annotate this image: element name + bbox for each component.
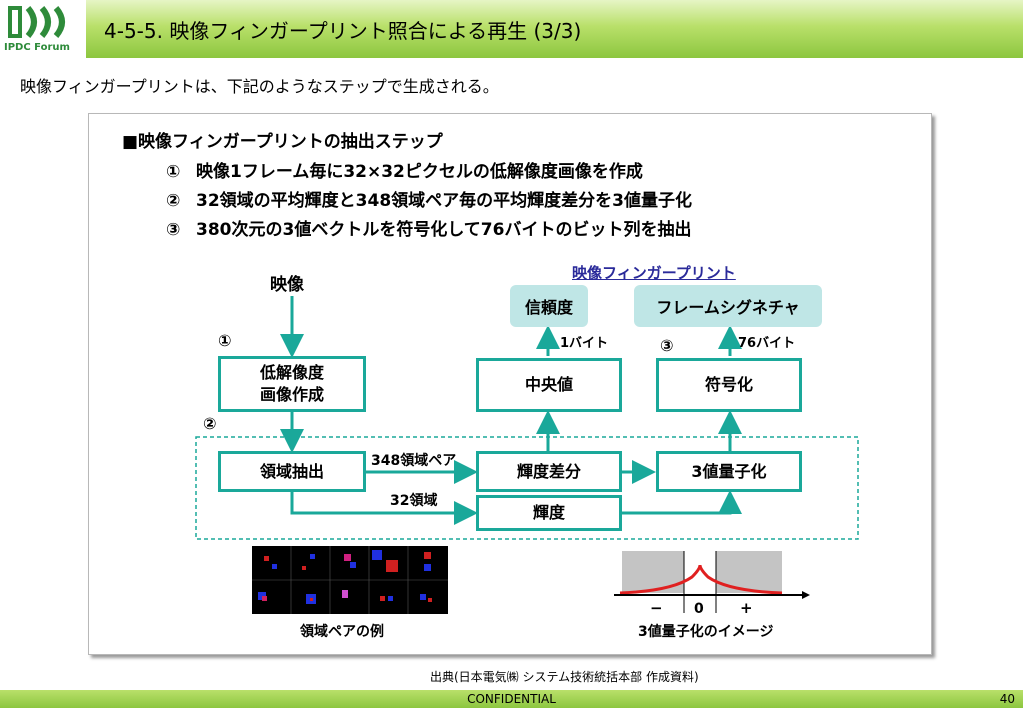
quant-caption: 3値量子化のイメージ [638,624,774,640]
bytes-76-label: 76バイト [738,336,796,351]
step-text: 380次元の3値ベクトルを符号化して76バイトのビット列を抽出 [196,220,692,240]
arrow-region-to-luma [290,492,478,525]
step-number: ③ [166,220,181,240]
step-text: 32領域の平均輝度と348領域ペア毎の平均輝度差分を3値量子化 [196,191,692,211]
pair-example-caption: 領域ペアの例 [300,624,384,640]
intro-text: 映像フィンガープリントは、下記のようなステップで生成される。 [20,77,499,96]
header-bar [0,0,1023,58]
one-byte-label: 1バイト [560,336,609,351]
lowres-line-2: 画像作成 [259,385,324,404]
step2-dashed-group [195,436,859,540]
lowres-line-1: 低解像度 [259,363,324,383]
confidential-label: CONFIDENTIAL [467,692,556,706]
marker-1: ① [218,331,232,350]
quant-minus: − [650,599,663,617]
fingerprint-title: 映像フィンガープリント [572,264,736,282]
page-number: 40 [999,692,1015,706]
luma-box: 輝度 [476,495,622,531]
quantization-illustration [614,551,810,613]
logo-text: IPDC Forum [4,42,70,53]
steps-heading: ■映像フィンガープリントの抽出ステップ [122,132,443,152]
step-1: ① 映像1フレーム毎に32×32ピクセルの低解像度画像を作成 [166,157,643,182]
step-number: ① [166,162,181,182]
region-count-label: 32領域 [390,493,438,509]
quantize-box: 3値量子化 [656,451,802,492]
marker-2: ② [203,414,217,433]
step-2: ② 32領域の平均輝度と348領域ペア毎の平均輝度差分を3値量子化 [166,186,692,211]
logo: IPDC Forum [0,0,86,58]
quant-plus: + [740,599,753,617]
quant-zero: 0 [694,601,704,617]
step-text: 映像1フレーム毎に32×32ピクセルの低解像度画像を作成 [196,162,643,182]
source-note: 出典(日本電気㈱ システム技術統括本部 作成資料) [430,670,699,684]
frame-signature-pill: フレームシグネチャ [634,285,822,327]
lowres-image-box: 低解像度画像作成 [218,356,366,412]
step-number: ② [166,191,181,211]
median-box: 中央値 [476,358,622,412]
luma-diff-box: 輝度差分 [476,451,622,492]
input-label: 映像 [270,275,304,295]
confidence-pill: 信頼度 [510,285,588,327]
page-title: 4-5-5. 映像フィンガープリント照合による再生 (3/3) [104,19,582,43]
region-pair-examples [252,546,448,614]
encode-box: 符号化 [656,358,802,412]
footer-bar: CONFIDENTIAL 40 [0,690,1023,708]
marker-3: ③ [660,336,674,355]
step-3: ③ 380次元の3値ベクトルを符号化して76バイトのビット列を抽出 [166,215,691,240]
region-extract-box: 領域抽出 [218,451,366,492]
ipdc-logo-icon [8,6,65,38]
arrow-luma-to-quant [622,490,742,515]
pair-label: 348領域ペア [371,453,457,469]
